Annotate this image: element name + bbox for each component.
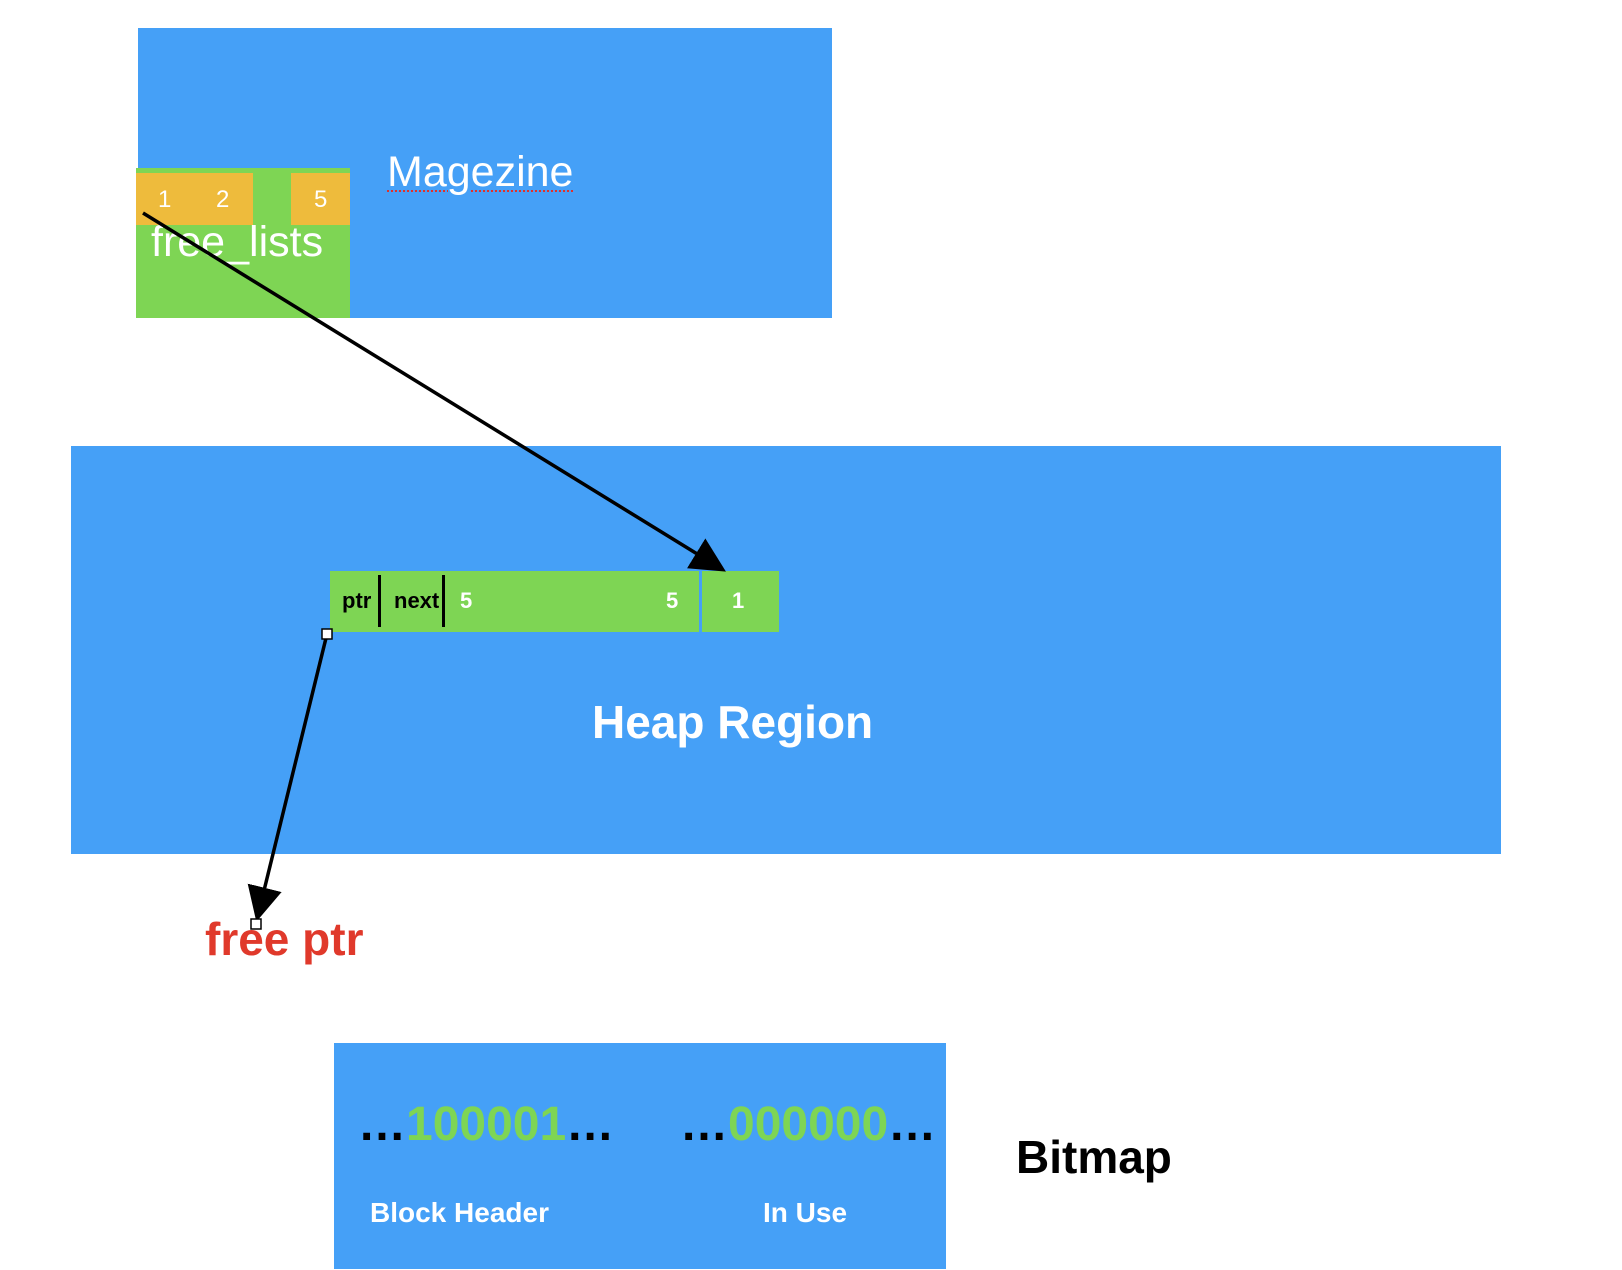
in-use-bit-value: 000000: [728, 1098, 889, 1151]
next-field-label: next: [394, 588, 440, 613]
ellipsis: …: [680, 1098, 728, 1151]
free-block: [330, 571, 699, 632]
ellipsis: …: [566, 1098, 615, 1151]
ptr-field-label: ptr: [342, 588, 372, 613]
free-list-slot-1: 1: [158, 186, 172, 213]
block-start-size: 5: [460, 588, 473, 613]
block-field-divider: [442, 575, 445, 627]
free-list-slot-2: 2: [216, 186, 230, 213]
in-use-bits: …000000…: [680, 1097, 936, 1152]
block-field-divider: [378, 575, 381, 627]
block-header-bits: …100001…: [358, 1097, 614, 1152]
ellipsis: …: [888, 1098, 937, 1151]
bitmap-title: Bitmap: [1016, 1131, 1172, 1183]
free-lists-label: free_lists: [151, 218, 324, 266]
magazine-title: Magezine: [387, 148, 574, 196]
neighbor-block: [702, 571, 779, 632]
free-list-slot-5: 5: [314, 186, 328, 213]
neighbor-block-size: 1: [732, 588, 745, 613]
in-use-label: In Use: [763, 1197, 848, 1228]
bitmap-box: [334, 1043, 946, 1269]
heap-region: [71, 446, 1501, 854]
free-ptr-label: free ptr: [205, 913, 364, 965]
block-header-bit-value: 100001: [406, 1098, 567, 1151]
block-header-label: Block Header: [370, 1197, 549, 1228]
block-end-size: 5: [666, 588, 679, 613]
heap-region-title: Heap Region: [592, 696, 874, 748]
ellipsis: …: [358, 1098, 406, 1151]
